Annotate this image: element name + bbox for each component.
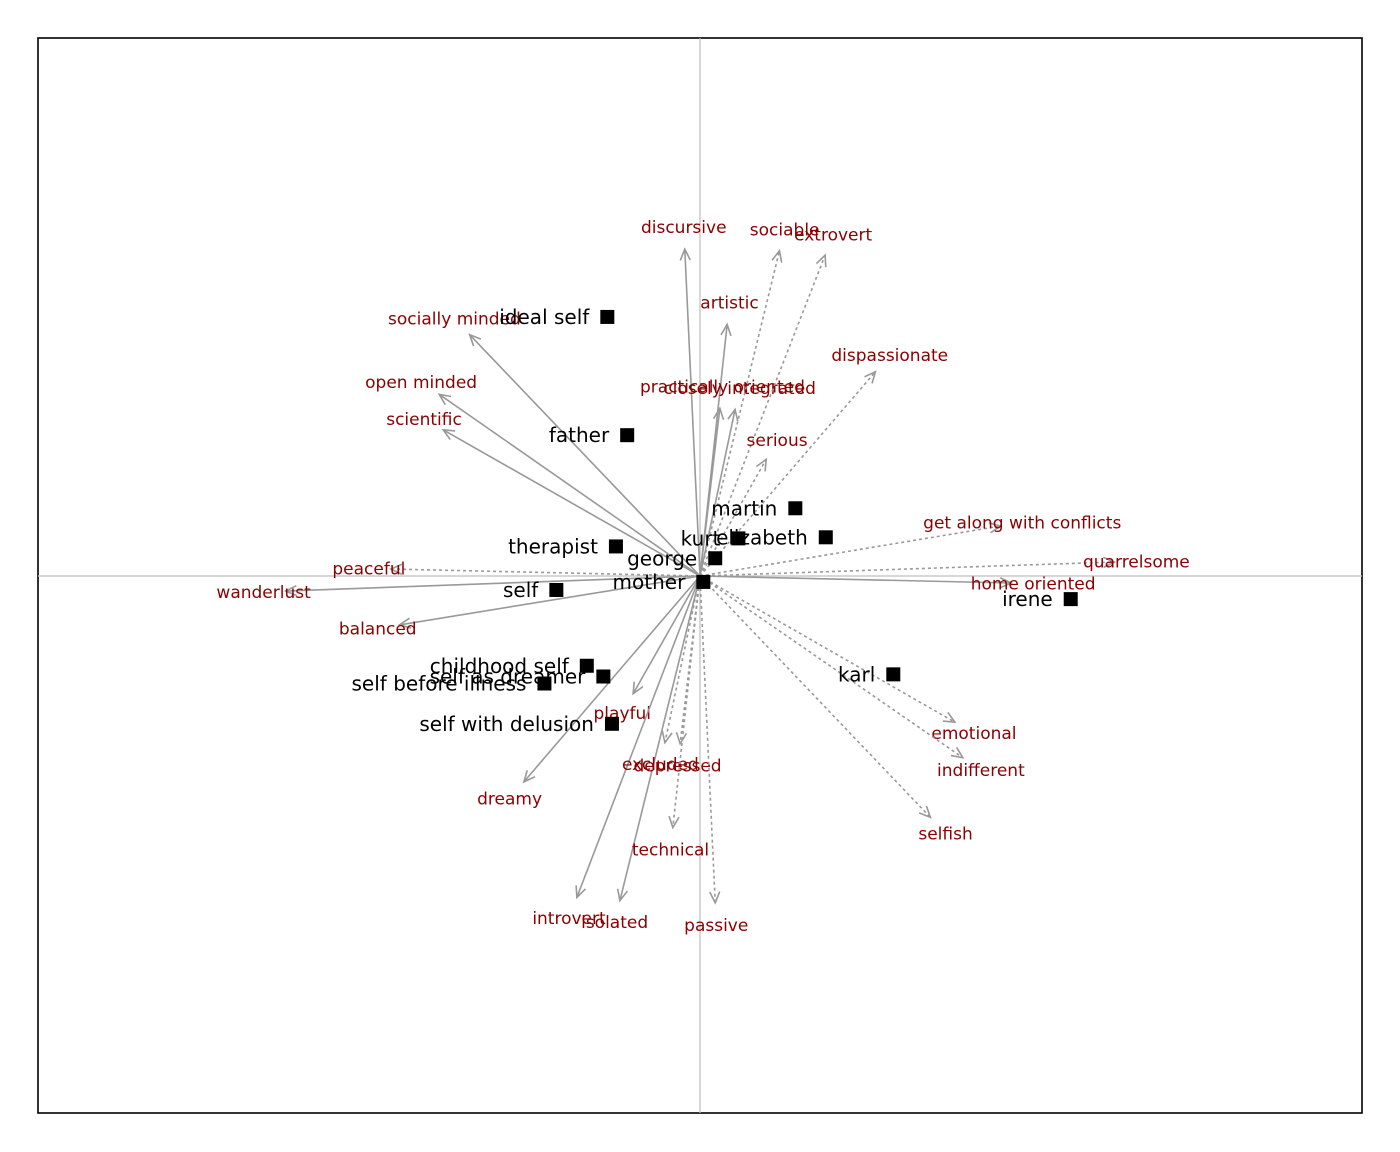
element-point-self	[549, 582, 564, 597]
element-label-self-with-delusion: self with delusion	[419, 712, 594, 736]
element-point-karl	[886, 667, 901, 682]
element-label-george: george	[627, 546, 697, 570]
construct-vectors: discursive artistic socially minded open mi…	[216, 218, 1189, 936]
construct-label-technical: technical	[632, 840, 709, 860]
construct-label-isolated: isolated	[581, 913, 648, 933]
element-point-irene	[1063, 592, 1078, 607]
construct-arrow-practically-oriented	[699, 406, 725, 577]
construct-arrow-emotional	[699, 575, 957, 724]
construct-arrow-excluded	[661, 575, 701, 745]
construct-label-dispassionate: dispassionate	[831, 346, 948, 366]
element-label-irene: irene	[1002, 587, 1053, 611]
construct-label-passive: passive	[684, 916, 748, 936]
element-point-elizabeth	[818, 530, 833, 545]
construct-arrow-wanderlust	[283, 575, 701, 597]
construct-label-open-minded: open minded	[365, 373, 477, 393]
element-label-mother: mother	[613, 570, 687, 594]
construct-arrow-sociable	[699, 248, 783, 577]
element-label-self: self	[503, 578, 539, 602]
construct-label-introvert: introvert	[532, 909, 606, 929]
construct-arrow-introvert	[575, 575, 701, 900]
construct-arrow-playful	[632, 575, 701, 696]
element-label-self-as-dreamer: self as dreamer	[430, 665, 587, 689]
construct-arrow-scientific	[441, 428, 701, 577]
construct-arrow-isolated	[616, 575, 701, 903]
element-label-karl: karl	[838, 662, 875, 686]
element-label-ideal-self: ideal self	[499, 305, 590, 329]
element-point-mother	[696, 574, 711, 589]
construct-arrow-socially-minded	[468, 333, 701, 577]
element-point-father	[620, 428, 635, 443]
construct-label-discursive: discursive	[641, 218, 727, 238]
construct-arrow-dispassionate	[699, 370, 877, 577]
construct-label-quarrelsome: quarrelsome	[1083, 552, 1190, 572]
element-label-self-before-illness: self before illness	[352, 672, 527, 696]
construct-arrow-serious	[699, 457, 768, 577]
construct-arrow-depressed	[675, 575, 701, 746]
element-point-martin	[788, 501, 803, 516]
construct-arrow-open-minded	[437, 393, 701, 577]
construct-label-wanderlust: wanderlust	[216, 583, 311, 603]
construct-label-depressed: depressed	[634, 757, 722, 777]
construct-arrow-closely-integrated	[699, 407, 739, 577]
construct-label-indifferent: indifferent	[937, 761, 1025, 781]
construct-label-balanced: balanced	[339, 619, 417, 639]
construct-arrow-technical	[668, 575, 701, 830]
element-point-therapist	[608, 539, 623, 554]
construct-label-sociable: sociable	[750, 220, 820, 240]
construct-label-playful: playful	[594, 704, 651, 724]
construct-arrow-selfish	[699, 575, 932, 819]
element-point-childhood-self	[579, 658, 594, 673]
construct-arrow-discursive	[679, 247, 701, 577]
construct-label-selfish: selfish	[918, 824, 972, 844]
construct-arrow-home-oriented	[699, 575, 1014, 589]
construct-label-artistic: artistic	[700, 294, 758, 314]
element-point-kurt	[731, 531, 746, 546]
construct-label-serious: serious	[747, 431, 808, 451]
construct-label-peaceful: peaceful	[332, 560, 405, 580]
construct-label-emotional: emotional	[931, 724, 1016, 744]
construct-label-home-oriented: home oriented	[971, 574, 1096, 594]
element-label-kurt: kurt	[681, 526, 721, 550]
element-label-therapist: therapist	[508, 534, 598, 558]
construct-arrow-dreamy	[522, 575, 701, 784]
construct-arrow-passive	[699, 575, 721, 905]
construct-label-get-along-with-conflicts: get along with conflicts	[923, 513, 1121, 533]
element-point-self-with-delusion	[604, 716, 619, 731]
element-point-self-before-illness	[537, 676, 552, 691]
construct-label-scientific: scientific	[386, 410, 462, 430]
element-point-self-as-dreamer	[596, 669, 611, 684]
construct-label-practically-oriented: practically oriented	[640, 377, 805, 397]
construct-label-closely-integrated: closely integrated	[663, 379, 816, 399]
construct-label-dreamy: dreamy	[477, 790, 542, 810]
construct-label-excluded: excluded	[622, 755, 699, 775]
element-label-father: father	[549, 423, 610, 447]
element-label-childhood-self: childhood self	[430, 654, 570, 678]
construct-arrow-indifferent	[699, 575, 965, 759]
construct-label-socially-minded: socially minded	[388, 310, 521, 330]
construct-arrow-get-along-with-conflicts	[699, 522, 1003, 577]
element-label-martin: martin	[711, 496, 777, 520]
element-point-george	[708, 551, 723, 566]
construct-label-extrovert: extrovert	[794, 226, 872, 246]
construct-arrow-balanced	[397, 575, 701, 629]
element-point-ideal-self	[600, 309, 615, 324]
element-label-elizabeth: elizabeth	[716, 525, 808, 549]
